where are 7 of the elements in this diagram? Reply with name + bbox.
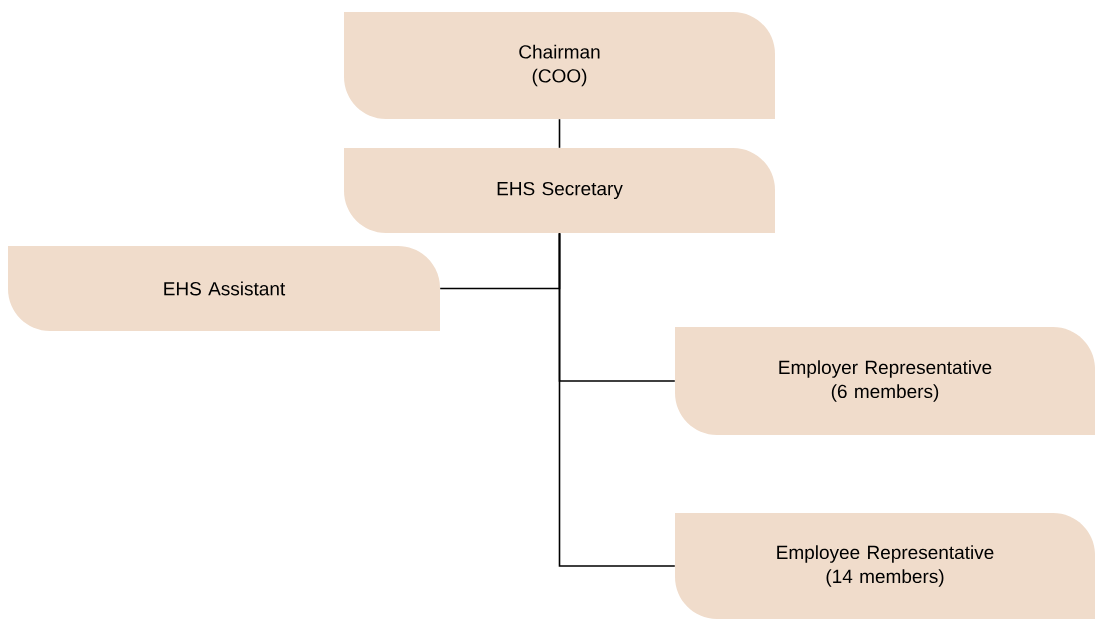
org-box: EHS Secretary — [344, 148, 775, 233]
org-box: Employee Representative (14 members) — [675, 513, 1095, 619]
org-box: EHS Assistant — [8, 246, 440, 331]
org-box: Employer Representative (6 members) — [675, 327, 1095, 435]
connector-line — [558, 118, 561, 149]
org-box: Chairman (COO) — [344, 12, 775, 119]
connector-line — [558, 232, 676, 567]
